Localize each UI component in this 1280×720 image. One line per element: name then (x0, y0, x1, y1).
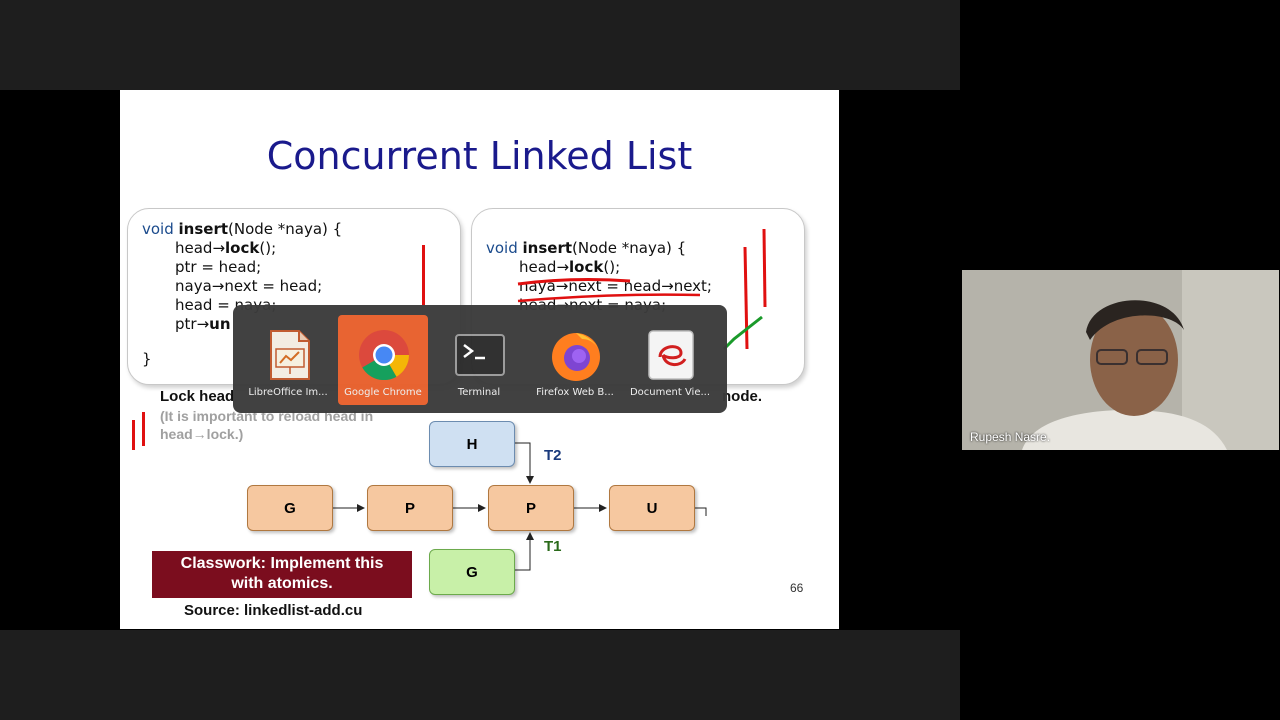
chrome-icon (359, 330, 410, 381)
code-line: ptr = head; (175, 258, 262, 276)
list-arrows (331, 442, 707, 571)
video-bottom-letterbox (0, 630, 960, 720)
pen-mark (132, 420, 135, 450)
node-g-new: G (429, 549, 515, 595)
node-u: U (609, 485, 695, 531)
app-firefox[interactable]: Firefox Web B... (530, 315, 620, 405)
document-viewer-icon (648, 330, 694, 380)
pen-annotations (517, 228, 767, 351)
caption-left: Lock head (160, 388, 235, 405)
terminal-icon (455, 334, 505, 376)
app-label: LibreOffice Im... (248, 387, 328, 398)
pen-mark (142, 412, 145, 446)
participant-name: Rupesh Nasre. (970, 430, 1051, 444)
participant-video: Rupesh Nasre. (962, 270, 1279, 450)
pen-mark (422, 245, 425, 305)
thread-label-t2: T2 (544, 447, 562, 464)
source-label: Source: linkedlist-add.cu (184, 602, 363, 619)
code-line: ptr→un (175, 315, 231, 333)
participant-avatar (962, 270, 1279, 450)
code-line: head→lock(); (175, 239, 277, 257)
node-g: G (247, 485, 333, 531)
libreoffice-impress-icon (270, 330, 310, 380)
app-label: Google Chrome (344, 387, 422, 398)
node-p: P (367, 485, 453, 531)
app-document-viewer[interactable]: Document Vie... (625, 315, 715, 405)
app-terminal[interactable]: Terminal (434, 315, 524, 405)
classwork-line: Classwork: Implement this (180, 555, 384, 572)
page-number: 66 (790, 581, 804, 595)
code-line: naya→next = head; (175, 277, 323, 295)
app-label: Document Vie... (629, 387, 711, 398)
classwork-line: with atomics. (231, 575, 333, 592)
firefox-icon (552, 333, 600, 381)
code-line: void insert(Node *naya) { (486, 239, 687, 257)
slide-title: Concurrent Linked List (266, 134, 693, 178)
caption-right: node. (722, 388, 762, 405)
app-google-chrome[interactable]: Google Chrome (338, 315, 428, 405)
node-h: H (429, 421, 515, 467)
code-line: head→lock(); (519, 258, 621, 276)
app-label: Terminal (457, 387, 501, 398)
thread-label-t1: T1 (544, 538, 562, 555)
app-label: Firefox Web B... (536, 387, 614, 398)
app-switcher: LibreOffice Im... Google Chrome Terminal… (233, 305, 727, 413)
classwork-box: Classwork: Implement this with atomics. (152, 551, 412, 598)
code-line: void insert(Node *naya) { (142, 220, 343, 238)
app-libreoffice-impress[interactable]: LibreOffice Im... (243, 315, 333, 405)
code-line: } (142, 350, 152, 368)
video-top-letterbox (0, 0, 960, 90)
node-p: P (488, 485, 574, 531)
note-line-2: head→lock.) (160, 426, 244, 442)
